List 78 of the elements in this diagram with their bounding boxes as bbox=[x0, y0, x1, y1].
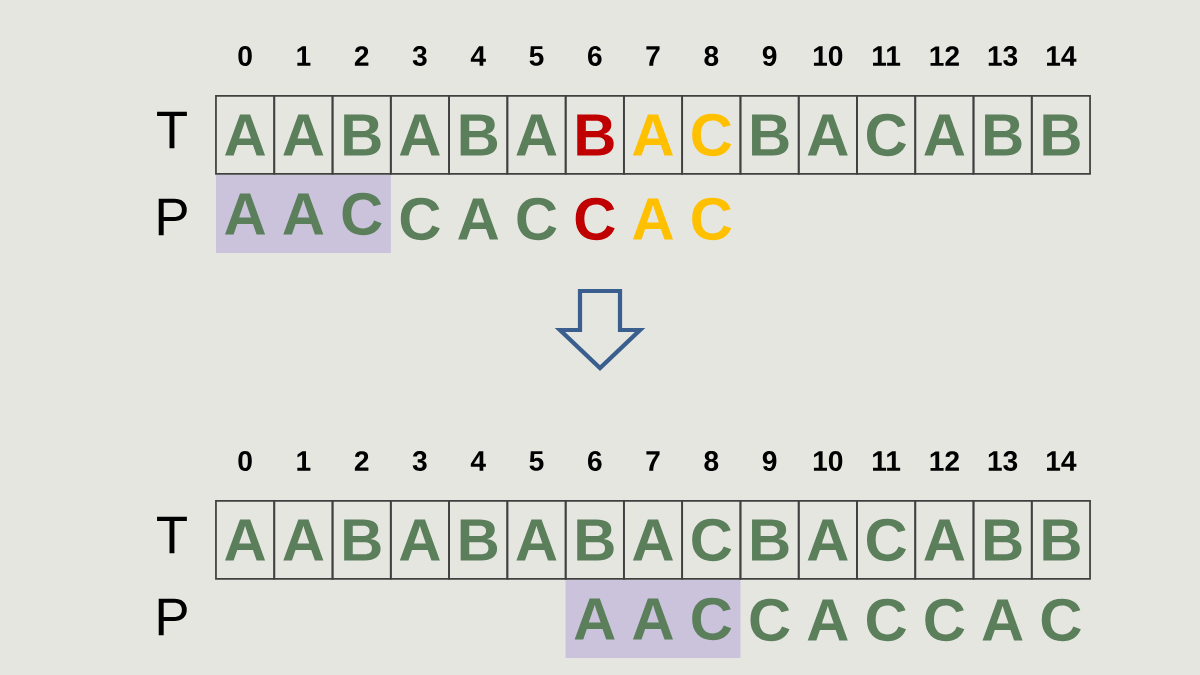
index-number: 8 bbox=[704, 451, 719, 471]
index-number: 6 bbox=[588, 46, 602, 66]
index-number: 13 bbox=[988, 46, 1018, 66]
row-label: P bbox=[158, 598, 187, 636]
pattern-letter: C bbox=[1041, 598, 1081, 642]
letter-cell: B bbox=[448, 500, 509, 580]
letter-cell: B bbox=[564, 95, 625, 175]
index-number: 3 bbox=[412, 451, 427, 471]
letter-cell: A bbox=[215, 500, 276, 580]
letter-cell: C bbox=[856, 500, 917, 580]
index-number: 7 bbox=[646, 46, 660, 66]
letter-cell: A bbox=[797, 95, 858, 175]
index-number: 10 bbox=[813, 46, 843, 66]
letter-cell: B bbox=[739, 500, 800, 580]
letter-cell: B bbox=[1030, 95, 1091, 175]
letter-cell: A bbox=[506, 500, 567, 580]
index-number: 12 bbox=[930, 46, 959, 66]
index-number: 4 bbox=[470, 451, 486, 471]
index-number: 5 bbox=[529, 451, 544, 471]
row-label: T bbox=[157, 111, 187, 149]
pattern-letter: A bbox=[632, 198, 673, 240]
letter-cell: A bbox=[389, 500, 450, 580]
index-number: 14 bbox=[1047, 451, 1077, 471]
pattern-letter: C bbox=[400, 197, 440, 241]
index-number: 6 bbox=[588, 451, 602, 471]
index-number: 1 bbox=[297, 451, 311, 471]
letter-cell: B bbox=[331, 500, 392, 580]
index-number: 2 bbox=[354, 451, 369, 471]
pattern-letter: A bbox=[458, 198, 499, 240]
index-number: 9 bbox=[762, 46, 777, 66]
index-number: 7 bbox=[646, 451, 660, 471]
index-number: 0 bbox=[238, 451, 252, 471]
letter-cell: B bbox=[972, 500, 1033, 580]
index-number: 3 bbox=[412, 46, 427, 66]
letter-cell: A bbox=[622, 500, 684, 580]
pattern-letter: C bbox=[575, 197, 615, 241]
letter-cell: B bbox=[448, 95, 509, 175]
letter-cell: A bbox=[797, 500, 858, 580]
index-number: 4 bbox=[470, 46, 486, 66]
index-number: 14 bbox=[1047, 46, 1077, 66]
letter-cell: C bbox=[856, 95, 917, 175]
pattern-letter: C bbox=[750, 598, 790, 642]
pattern-letter: C bbox=[866, 598, 907, 642]
index-number: 1 bbox=[297, 46, 311, 66]
row-label: P bbox=[158, 198, 187, 236]
letter-cell: C bbox=[681, 500, 742, 580]
letter-cell: B bbox=[972, 95, 1033, 175]
index-number: 0 bbox=[238, 46, 252, 66]
letter-cell: B bbox=[564, 500, 625, 580]
pattern-letter: C bbox=[925, 598, 965, 642]
letter-cell: B bbox=[1030, 500, 1091, 580]
index-number: 8 bbox=[704, 46, 719, 66]
letter-cell: B bbox=[739, 95, 800, 175]
index-number: 5 bbox=[529, 46, 544, 66]
letter-cell: A bbox=[215, 95, 276, 175]
index-number: 11 bbox=[873, 46, 901, 66]
index-number: 2 bbox=[354, 46, 369, 66]
pattern-letter: C bbox=[517, 197, 557, 241]
pattern-letter: A bbox=[982, 599, 1023, 641]
highlight-box: A A C bbox=[215, 175, 391, 253]
letter-cell: A bbox=[389, 95, 450, 175]
letter-cell: A bbox=[914, 95, 975, 175]
highlight-box: A A C bbox=[565, 580, 741, 658]
index-number: 9 bbox=[762, 451, 777, 471]
letter-cell: A bbox=[506, 95, 567, 175]
index-number: 12 bbox=[930, 451, 959, 471]
index-number: 10 bbox=[813, 451, 843, 471]
letter-cell: B bbox=[331, 95, 392, 175]
letter-cell: A bbox=[273, 500, 334, 580]
pattern-letter: A bbox=[807, 599, 848, 641]
index-number: 13 bbox=[988, 451, 1018, 471]
letter-cell: A bbox=[622, 95, 684, 175]
letter-cell: A bbox=[914, 500, 975, 580]
letter-cell: A bbox=[273, 95, 334, 175]
letter-cell: C bbox=[681, 95, 742, 175]
pattern-letter: C bbox=[692, 197, 732, 241]
index-number: 11 bbox=[873, 451, 901, 471]
row-label: T bbox=[157, 516, 187, 554]
